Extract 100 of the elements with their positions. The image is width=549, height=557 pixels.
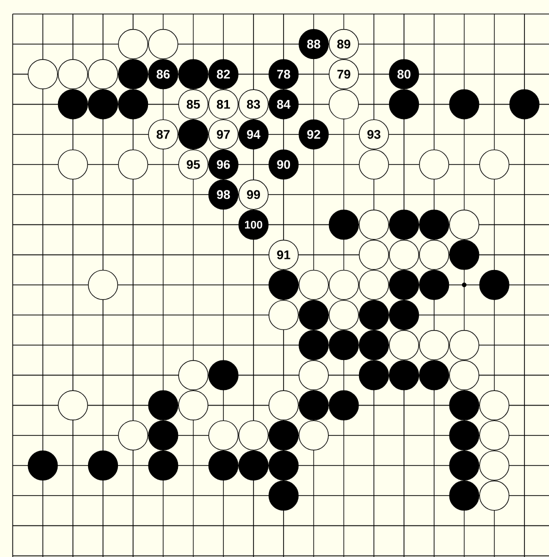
stone [298,360,329,390]
stone [268,390,299,420]
stone [88,89,118,120]
stone [479,450,510,481]
stone [449,480,480,511]
stone: 93 [358,119,389,150]
stone: 94 [238,119,269,150]
stone [58,59,88,90]
stone: 95 [178,149,208,180]
stone [238,420,269,450]
stone [178,59,208,90]
stone [479,390,510,420]
stone [388,300,420,330]
stone [268,300,299,330]
stone [268,420,299,450]
stone [479,149,510,180]
stone [388,240,420,270]
stone [449,390,480,420]
stone: 82 [208,59,238,90]
stone [449,240,480,270]
stone [449,360,480,390]
stone: 88 [298,29,329,60]
stone [298,300,329,330]
stone [449,89,480,120]
stone: 85 [178,89,208,120]
stone: 84 [268,89,299,120]
stone [118,29,148,60]
stone [28,59,58,90]
stone [509,89,540,120]
stone [358,300,389,330]
stone [118,59,148,90]
stone [328,330,359,360]
stone [328,210,359,240]
stone: 86 [148,59,178,90]
stone [88,450,118,481]
stone [388,270,420,300]
stone [388,360,420,390]
stone [479,420,510,450]
stone [328,390,359,420]
stone [358,360,389,390]
stone: 96 [208,149,238,180]
stone: 83 [238,89,269,120]
stone [419,360,450,390]
stone [449,450,480,481]
stone [148,390,178,420]
stone [88,59,118,90]
stone: 81 [208,89,238,120]
stone [328,89,359,120]
stone [88,270,118,300]
stone [388,330,420,360]
stone [58,89,88,120]
stone [358,330,389,360]
stone [358,210,389,240]
stone [208,360,238,390]
stone: 79 [328,59,359,90]
stone: 80 [388,59,420,90]
stone [449,210,480,240]
stone [178,360,208,390]
stone [28,450,58,481]
stone [298,420,329,450]
stone [328,270,359,300]
stone [479,480,510,511]
stone [58,390,88,420]
stone: 89 [328,29,359,60]
stone [388,210,420,240]
stone [419,149,450,180]
stone: 92 [298,119,329,150]
stone [358,270,389,300]
stone [328,300,359,330]
stone [419,240,450,270]
stone [419,330,450,360]
stone: 87 [148,119,178,150]
stone [238,450,269,481]
stone [298,390,329,420]
stone [148,420,178,450]
stone [178,119,208,150]
stone [118,149,148,180]
stone [148,450,178,481]
stone [358,240,389,270]
stone: 78 [268,59,299,90]
stone [449,330,480,360]
stone [178,390,208,420]
stone [208,420,238,450]
stone [208,450,238,481]
stone [388,89,420,120]
stone [419,270,450,300]
stone [118,89,148,120]
stone: 91 [268,240,299,270]
stone [118,420,148,450]
stone: 98 [208,180,238,210]
stone: 99 [238,180,269,210]
stone [479,270,510,300]
stone: 97 [208,119,238,150]
stone [358,149,389,180]
stone [419,210,450,240]
stone [268,480,299,511]
stone [449,420,480,450]
stone [268,270,299,300]
stone [148,29,178,60]
stone [298,270,329,300]
